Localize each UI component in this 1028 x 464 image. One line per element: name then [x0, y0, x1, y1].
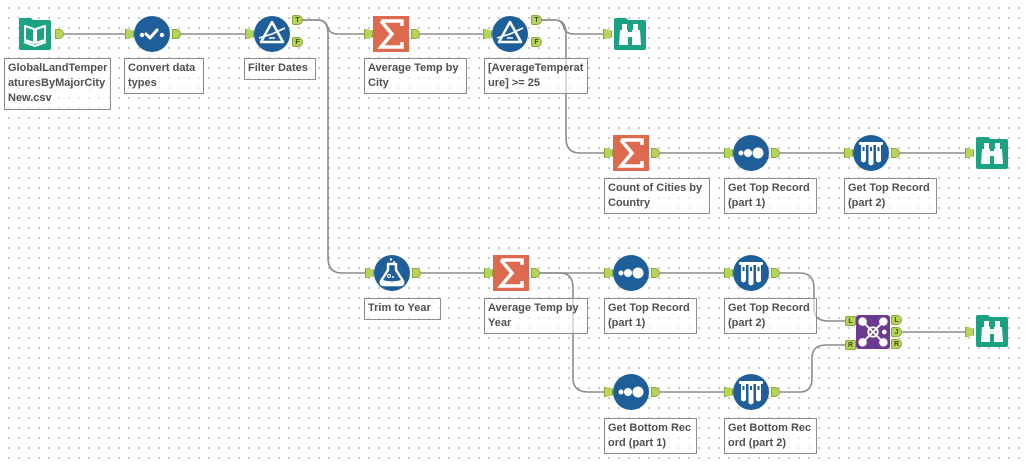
flask-icon: [374, 255, 410, 291]
tool-annotation: [AverageTemperature] >= 25: [484, 58, 588, 94]
output-anchor[interactable]: [55, 29, 64, 39]
input-anchor[interactable]: [724, 268, 733, 278]
tool-annotation: Count of Cities by Country: [604, 178, 710, 214]
tool-annotation: GlobalLandTemperaturesByMajorCityNew.csv: [4, 58, 111, 110]
true-anchor[interactable]: T: [292, 15, 303, 25]
test-tubes-icon: [733, 255, 769, 291]
output-anchor[interactable]: [771, 387, 780, 397]
input-anchor[interactable]: [484, 268, 493, 278]
output-anchor[interactable]: [531, 268, 540, 278]
test-tubes-icon: [853, 135, 889, 171]
book-icon: [19, 18, 51, 50]
summarize-tool-average-temp-by-city[interactable]: [373, 16, 409, 52]
checkmark-dots-icon: [134, 16, 170, 52]
join-right-output-anchor[interactable]: R: [891, 339, 902, 349]
formula-tool-trim-to-year[interactable]: [374, 255, 410, 291]
connection-wire[interactable]: [540, 19, 603, 35]
tool-annotation: Average Temp by City: [364, 58, 467, 94]
prism-filter-icon: [492, 16, 528, 52]
sigma-icon: [373, 16, 409, 52]
filter-tool-filter-dates[interactable]: [254, 16, 290, 52]
test-tubes-icon: [733, 374, 769, 410]
output-anchor[interactable]: [651, 268, 660, 278]
multi-row-formula-tool-get-top-record-2b[interactable]: [733, 255, 769, 291]
connection-wire[interactable]: [301, 19, 364, 35]
binoculars-icon: [976, 315, 1008, 347]
join-tool[interactable]: [856, 315, 890, 349]
tool-annotation: Get Bottom Record (part 2): [724, 418, 817, 454]
output-anchor[interactable]: [771, 148, 780, 158]
input-anchor[interactable]: [603, 29, 612, 39]
tool-annotation: Average Temp by Year: [484, 298, 588, 334]
input-data-tool[interactable]: [17, 16, 53, 52]
prism-filter-icon: [254, 16, 290, 52]
summarize-tool-average-temp-by-year[interactable]: [493, 255, 529, 291]
sigma-icon: [493, 255, 529, 291]
tool-annotation: Convert data types: [124, 58, 204, 94]
output-anchor[interactable]: [411, 29, 420, 39]
tool-annotation: Trim to Year: [364, 298, 441, 320]
sample-tool-get-top-record-1b[interactable]: [613, 255, 649, 291]
filter-tool-average-temperature[interactable]: [492, 16, 528, 52]
output-anchor[interactable]: [771, 268, 780, 278]
join-network-icon: [856, 315, 890, 349]
sample-dots-icon: [733, 135, 769, 171]
false-anchor[interactable]: F: [531, 37, 542, 47]
browse-tool-2[interactable]: [974, 135, 1010, 171]
join-left-input-anchor[interactable]: L: [845, 316, 856, 326]
connection-wire[interactable]: [780, 344, 845, 393]
browse-tool-3[interactable]: [974, 313, 1010, 349]
input-anchor[interactable]: [604, 148, 613, 158]
input-anchor[interactable]: [365, 268, 374, 278]
output-anchor[interactable]: [651, 387, 660, 397]
tool-annotation: Get Bottom Record (part 1): [604, 418, 697, 454]
browse-tool-1[interactable]: [612, 16, 648, 52]
input-anchor[interactable]: [844, 148, 853, 158]
input-anchor[interactable]: [724, 148, 733, 158]
input-anchor[interactable]: [364, 29, 373, 39]
output-anchor[interactable]: [412, 268, 421, 278]
join-output-anchor[interactable]: J: [891, 327, 902, 337]
input-anchor[interactable]: [604, 268, 613, 278]
select-tool-convert-data-types[interactable]: [134, 16, 170, 52]
join-left-output-anchor[interactable]: L: [891, 315, 902, 325]
join-right-input-anchor[interactable]: R: [845, 340, 856, 350]
false-anchor[interactable]: F: [292, 37, 303, 47]
tool-annotation: Get Top Record (part 1): [604, 298, 697, 334]
sigma-icon: [613, 135, 649, 171]
multi-row-formula-tool-get-top-record-2[interactable]: [853, 135, 889, 171]
output-anchor[interactable]: [891, 148, 900, 158]
sample-dots-icon: [613, 255, 649, 291]
sample-tool-get-bottom-record-1[interactable]: [613, 374, 649, 410]
multi-row-formula-tool-get-bottom-record-2[interactable]: [733, 374, 769, 410]
binoculars-icon: [976, 137, 1008, 169]
input-anchor[interactable]: [965, 148, 974, 158]
input-anchor[interactable]: [125, 29, 134, 39]
output-anchor[interactable]: [172, 29, 181, 39]
sample-dots-icon: [613, 374, 649, 410]
sample-tool-get-top-record-1[interactable]: [733, 135, 769, 171]
output-anchor[interactable]: [651, 148, 660, 158]
tool-annotation: Get Top Record (part 2): [724, 298, 817, 334]
tool-annotation: Filter Dates: [244, 58, 316, 80]
binoculars-icon: [614, 18, 646, 50]
summarize-tool-count-of-cities[interactable]: [613, 135, 649, 171]
input-anchor[interactable]: [965, 327, 974, 337]
input-anchor[interactable]: [604, 387, 613, 397]
input-anchor[interactable]: [245, 29, 254, 39]
input-anchor[interactable]: [724, 387, 733, 397]
input-anchor[interactable]: [483, 29, 492, 39]
tool-annotation: Get Top Record (part 2): [844, 178, 937, 214]
true-anchor[interactable]: T: [531, 15, 542, 25]
tool-annotation: Get Top Record (part 1): [724, 178, 817, 214]
